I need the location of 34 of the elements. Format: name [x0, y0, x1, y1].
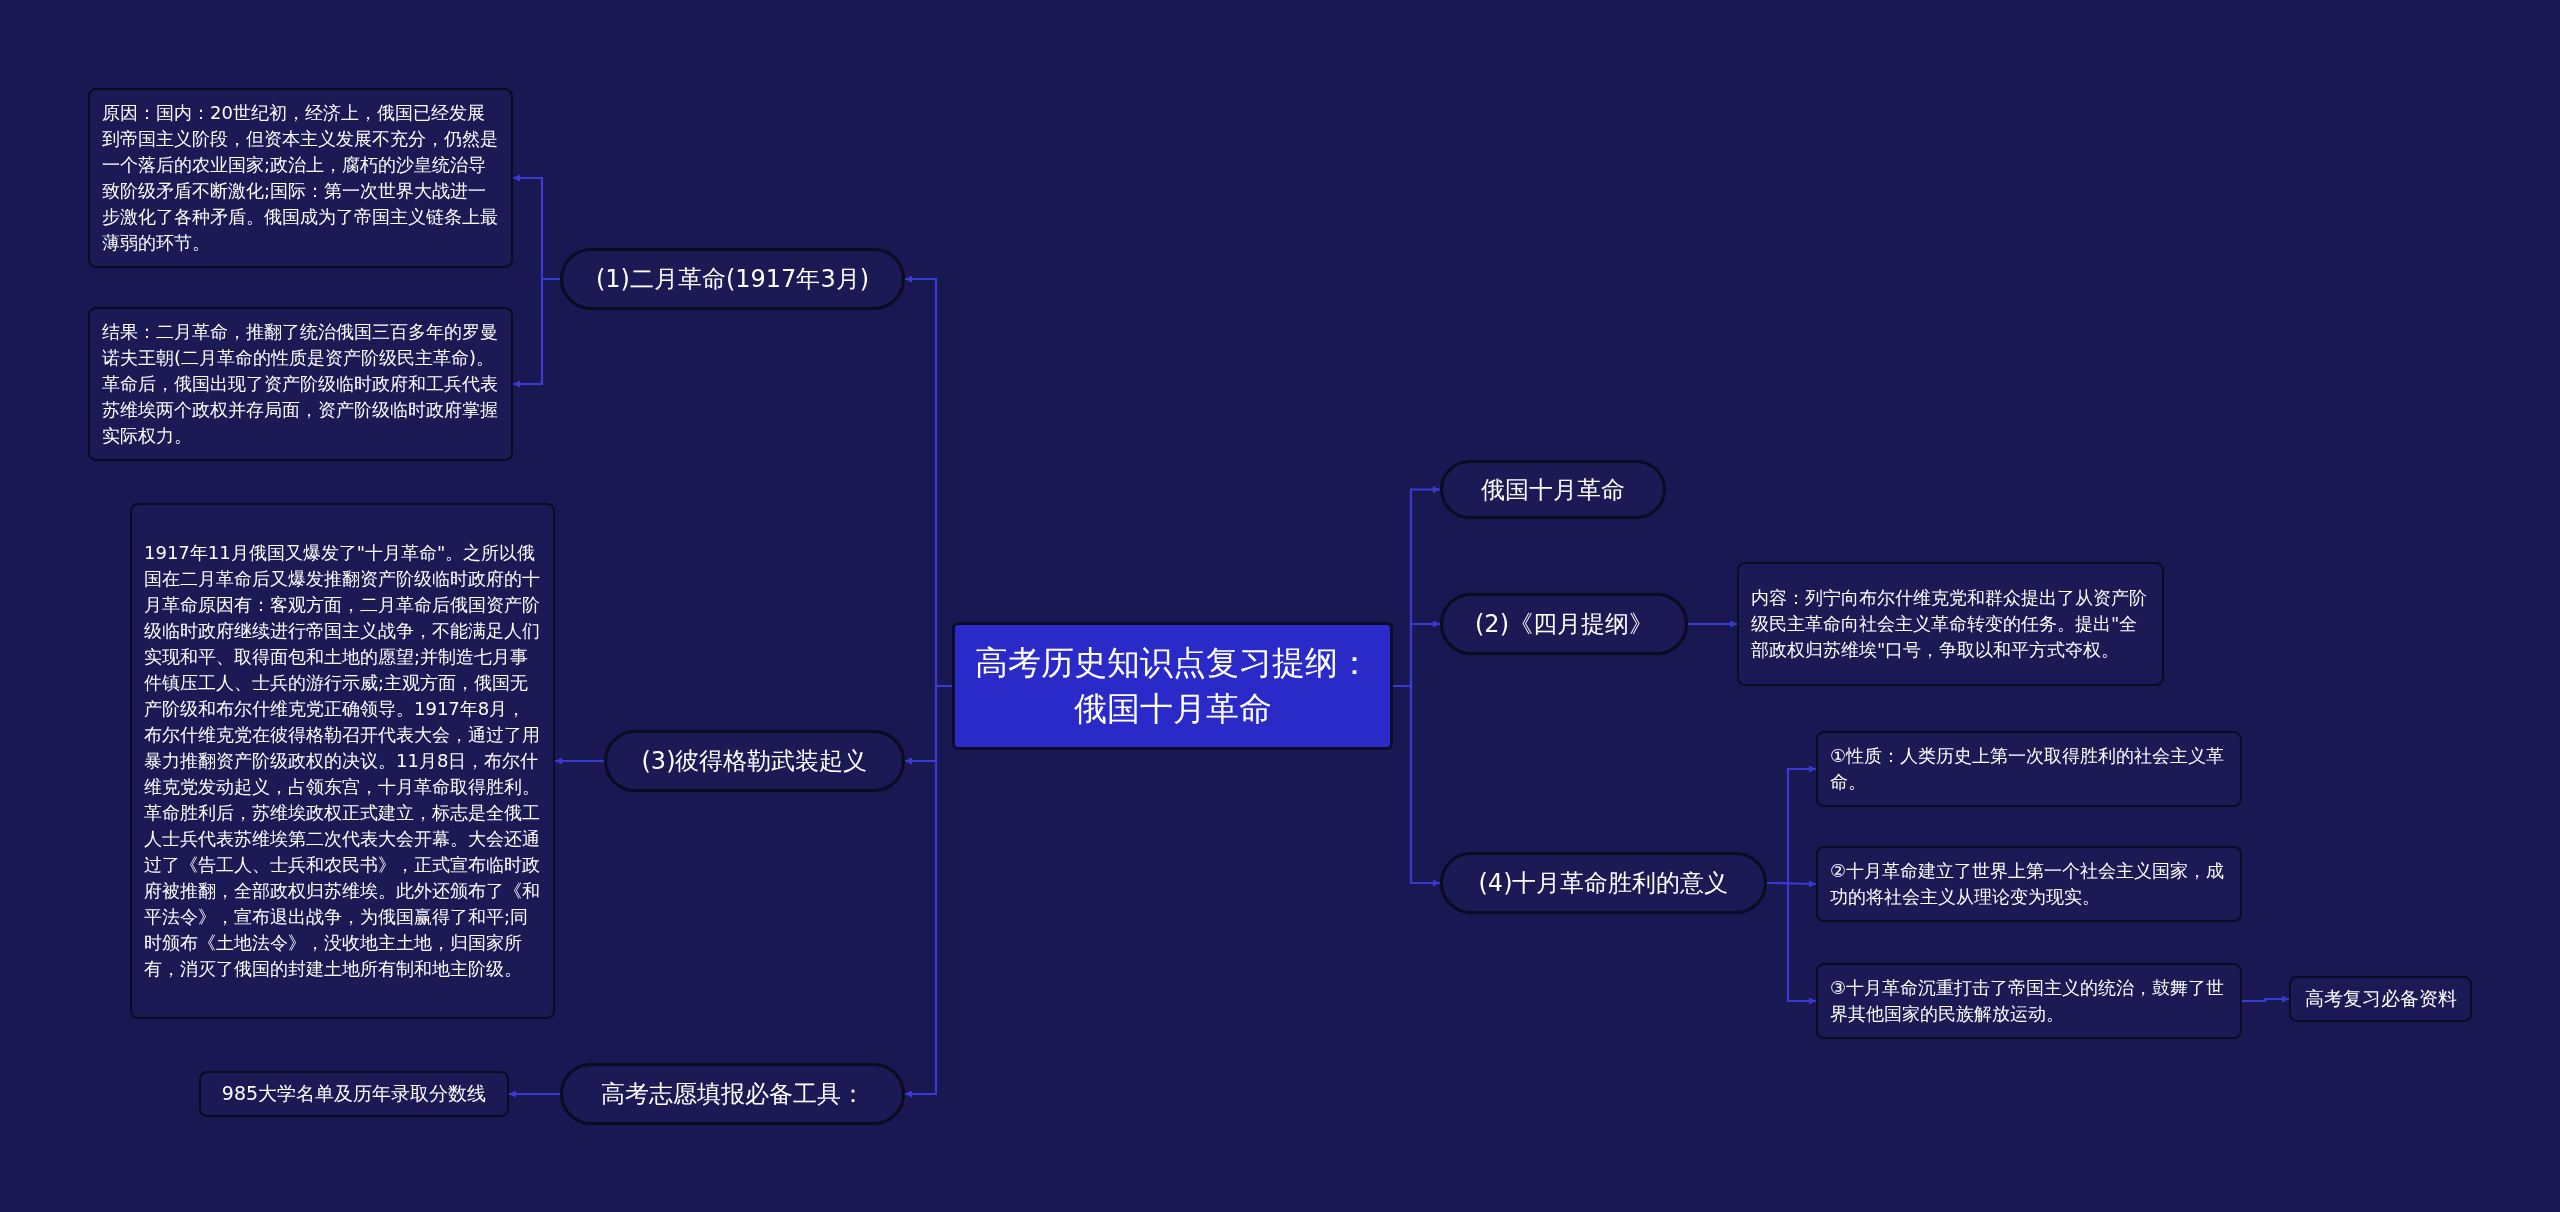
connector-arrow: [509, 1090, 560, 1098]
note-text: 1917年11月俄国又爆发了"十月革命"。之所以俄国在二月革命后又爆发推翻资产阶级临时政府的十月革命原因有：客观方面，二月革命后俄国资产阶级临时政府继续进行帝国主义战争，不能满足人们实现和平、取得面包和土地的愿望;并制造七月事件镇压工人、士兵的游行示威;主观方面，俄国无产阶级和布尔什维克党正确领导。1917年8月，布尔什维克党在彼得格勒召开代表大会，通过了用暴力推翻资产阶级政权的决议。11月8日，布尔什维克党发动起义，占领东宫，十月革命取得胜利。革命胜利后，苏维埃政权正式建立，标志是全俄工人士兵代表苏维埃第二次代表大会开幕。大会还通过了《告工人、士兵和农民书》，正式宣布临时政府被推翻，全部政权归苏维埃。此外还颁布了《和平法令》，宣布退出战争，为俄国赢得了和平;同时颁布《土地法令》，没收地主土地，归国家所有，消灭了俄国的封建土地所有制和地主阶级。: [144, 541, 541, 981]
connector-arrow: [555, 757, 604, 765]
note-card: [88, 307, 513, 461]
note-text: 原因：国内：20世纪初，经济上，俄国已经发展到帝国主义阶段，但资本主义发展不充分，仍然是一个落后的农业国家;政治上，腐朽的沙皇统治导致阶级矛盾不断激化;国际：第一次世界大战进一步激化了各种矛盾。俄国成为了帝国主义链条上最薄弱的环节。: [102, 101, 499, 255]
connector-arrow: [513, 277, 560, 388]
topic-text: (3)彼得格勒武装起义: [640, 746, 869, 777]
note-text: ②十月革命建立了世界上第一个社会主义国家，成功的将社会主义从理论变为现实。: [1830, 859, 2226, 909]
note-card: [1816, 731, 2242, 807]
note-text: 结果：二月革命，推翻了统治俄国三百多年的罗曼诺夫王朝(二月革命的性质是资产阶级民主革命)。革命后，俄国出现了资产阶级临时政府和工兵代表苏维埃两个政权并存局面，资产阶级临时政府掌握实际权力。: [102, 320, 499, 448]
note-text: 高考复习必备资料: [2303, 986, 2458, 1011]
connector-arrow: [2242, 995, 2289, 1003]
topic-text: (2)《四月提纲》: [1474, 609, 1654, 640]
note-card: [1737, 562, 2164, 686]
note-card: [1816, 963, 2242, 1039]
connector-arrow: [1688, 620, 1737, 628]
topic-text: (1)二月革命(1917年3月): [594, 264, 871, 295]
note-card: [88, 88, 513, 268]
note-card: [199, 1071, 509, 1117]
central-topic-box: [952, 622, 1393, 750]
note-text: 985大学名单及历年录取分数线: [220, 1081, 488, 1106]
note-card: [1816, 846, 2242, 922]
connector-arrow: [905, 684, 952, 1098]
connector-arrow: [1767, 881, 1816, 1005]
topic-text: 高考志愿填报必备工具：: [599, 1079, 866, 1110]
title-text: 高考历史知识点复习提纲：俄国十月革命: [973, 642, 1372, 730]
note-text: ③十月革命沉重打击了帝国主义的统治，鼓舞了世界其他国家的民族解放运动。: [1830, 976, 2226, 1026]
note-text: ①性质：人类历史上第一次取得胜利的社会主义革命。: [1830, 744, 2226, 794]
note-card: [2289, 976, 2472, 1022]
note-card: [130, 503, 555, 1019]
connector-arrow: [1393, 684, 1440, 887]
topic-text: 俄国十月革命: [1480, 474, 1626, 506]
note-text: 内容：列宁向布尔什维克党和群众提出了从资产阶级民主革命向社会主义革命转变的任务。提出"全部政权归苏维埃"口号，争取以和平方式夺权。: [1751, 586, 2148, 662]
topic-text: (4)十月革命胜利的意义: [1477, 868, 1730, 899]
